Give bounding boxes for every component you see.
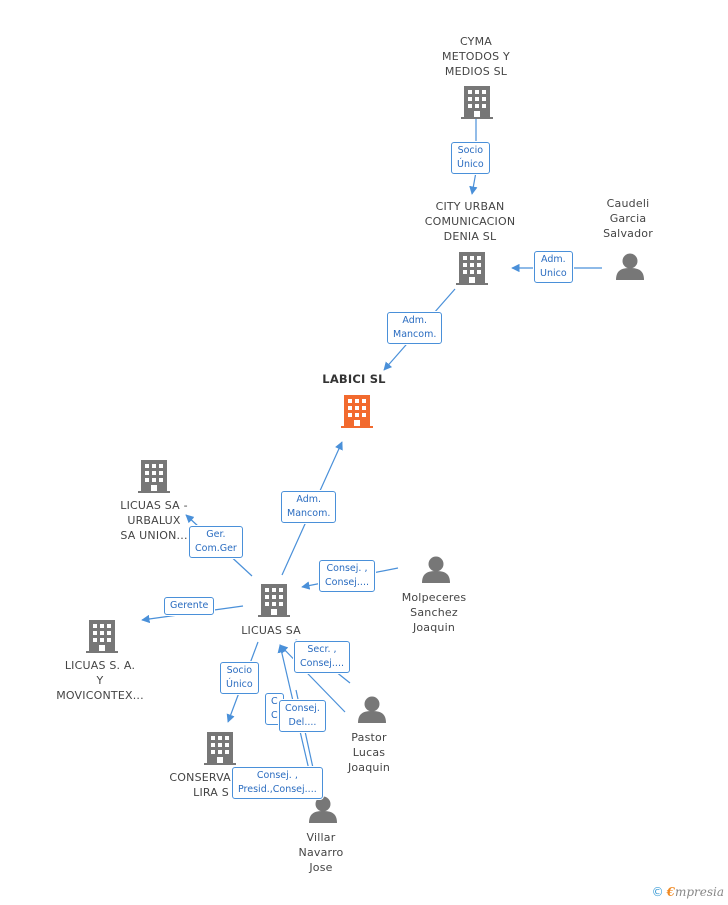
person-icon-pastor[interactable]	[358, 696, 386, 724]
copyright-icon: ©	[651, 885, 664, 899]
building-icon-conservac[interactable]	[204, 732, 236, 765]
edge-label-line: Consej. ,	[256, 770, 298, 781]
label-line: Lucas	[352, 746, 386, 759]
edge-label-consej-1[interactable]: Consej. , Consej....	[319, 560, 375, 592]
person-icon-molpeceres[interactable]	[422, 556, 450, 584]
label-line: Jose	[309, 861, 333, 874]
building-icon-city-urban[interactable]	[456, 252, 488, 285]
label-line: LIRA S	[193, 786, 229, 799]
brand-name: mpresia	[674, 885, 724, 899]
edge-label-line: Gerente	[170, 600, 209, 611]
edge-label-line: Adm.	[296, 494, 321, 505]
edge-label-line: Adm.	[541, 254, 566, 265]
node-label-conservac[interactable]: CONSERVAC LIRA S	[160, 770, 248, 800]
label-line: CYMA	[459, 35, 493, 48]
edge-label-line: Socio	[457, 145, 484, 156]
node-label-licuas-movicontex[interactable]: LICUAS S. A. Y MOVICONTEX...	[50, 658, 150, 703]
edge-label-line: Mancom.	[287, 508, 331, 519]
label-line: CITY URBAN	[435, 200, 505, 213]
edge-label-line: Mancom.	[393, 329, 437, 340]
label-line: CONSERVAC	[169, 771, 239, 784]
edge-label-line: Consej....	[300, 658, 344, 669]
edge-label-line: Único	[457, 159, 484, 170]
label-line: Caudeli	[606, 197, 650, 210]
edge-label-line: Del....	[288, 717, 317, 728]
building-icon-labici[interactable]	[341, 395, 373, 428]
label-line: LICUAS SA -	[120, 499, 188, 512]
edge-label-line: Secr. ,	[307, 644, 337, 655]
edge-label-line: Consej....	[325, 577, 369, 588]
person-icon-villar[interactable]	[309, 796, 337, 824]
node-label-villar[interactable]: Villar Navarro Jose	[286, 830, 356, 875]
edge-label-line: Com.Ger	[195, 543, 237, 554]
node-label-pastor[interactable]: Pastor Lucas Joaquin	[334, 730, 404, 775]
edge-label-line: C	[271, 710, 278, 721]
edge-label-ger-com-ger[interactable]: Ger. Com.Ger	[189, 526, 243, 558]
building-icon-licuas-movicontex[interactable]	[86, 620, 118, 653]
node-label-caudeli[interactable]: Caudeli Garcia Salvador	[588, 196, 668, 241]
edge-label-gerente[interactable]: Gerente	[164, 597, 215, 615]
edge-label-line: Presid.,Consej....	[238, 784, 317, 795]
label-line: SA UNION...	[120, 529, 188, 542]
label-line: MEDIOS SL	[444, 65, 508, 78]
label-line: Sanchez	[410, 606, 458, 619]
edge-pastor-licuas-2	[279, 644, 346, 713]
label-line: Y	[96, 674, 104, 687]
building-icon-licuas-urbalux[interactable]	[138, 460, 170, 493]
label-line: Navarro	[298, 846, 344, 859]
edge-label-socio-unico-1[interactable]: Socio Único	[451, 142, 490, 174]
node-label-licuas-sa[interactable]: LICUAS SA	[226, 623, 316, 638]
building-icon-cyma[interactable]	[461, 86, 493, 119]
label-line: Pastor	[351, 731, 387, 744]
label-line: LICUAS SA	[241, 624, 301, 637]
label-line: METODOS Y	[442, 50, 510, 63]
edge-label-consej-del[interactable]: Consej. Del....	[279, 700, 326, 732]
label-line: LICUAS S. A.	[64, 659, 136, 672]
edge-label-socio-unico-2[interactable]: Socio Único	[220, 662, 259, 694]
edge-label-consej-presid[interactable]: Consej. , Presid.,Consej....	[232, 767, 323, 799]
label-line: DENIA SL	[443, 230, 497, 243]
edge-label-adm-mancom-2[interactable]: Adm. Mancom.	[281, 491, 337, 523]
label-line: LABICI SL	[322, 372, 386, 386]
edge-label-line: C	[271, 696, 278, 707]
edge-label-adm-unico[interactable]: Adm. Unico	[534, 251, 573, 283]
node-label-city-urban[interactable]: CITY URBAN COMUNICACION DENIA SL	[420, 199, 520, 244]
building-icon-licuas-sa[interactable]	[258, 584, 290, 617]
label-line: Joaquin	[412, 621, 456, 634]
edge-label-line: Consej. ,	[326, 563, 368, 574]
edge-label-line: Consej.	[285, 703, 320, 714]
edge-label-line: Socio	[226, 665, 253, 676]
brand-logo: ©€mpresia	[652, 885, 724, 899]
label-line: Villar	[306, 831, 336, 844]
node-label-molpeceres[interactable]: Molpeceres Sanchez Joaquin	[390, 590, 478, 635]
edge-label-secr-consej[interactable]: Secr. , Consej....	[294, 641, 350, 673]
node-label-labici[interactable]: LABICI SL	[304, 372, 404, 387]
node-label-cyma[interactable]: CYMA METODOS Y MEDIOS SL	[426, 34, 526, 79]
label-line: URBALUX	[127, 514, 181, 527]
label-line: MOVICONTEX...	[56, 689, 144, 702]
edge-label-adm-mancom-1[interactable]: Adm. Mancom.	[387, 312, 443, 344]
edge-label-line: Único	[226, 679, 253, 690]
edge-label-line: Adm.	[402, 315, 427, 326]
node-label-licuas-urbalux[interactable]: LICUAS SA - URBALUX SA UNION...	[100, 498, 208, 543]
brand-e: €	[666, 885, 675, 899]
edge-label-line: Ger.	[206, 529, 226, 540]
label-line: Salvador	[603, 227, 653, 240]
person-icon-caudeli[interactable]	[616, 253, 644, 281]
label-line: Joaquin	[347, 761, 391, 774]
label-line: COMUNICACION	[424, 215, 516, 228]
label-line: Molpeceres	[401, 591, 467, 604]
edge-label-consej-del-back[interactable]: C C	[265, 693, 284, 725]
label-line: Garcia	[609, 212, 647, 225]
edge-label-line: Unico	[540, 268, 567, 279]
